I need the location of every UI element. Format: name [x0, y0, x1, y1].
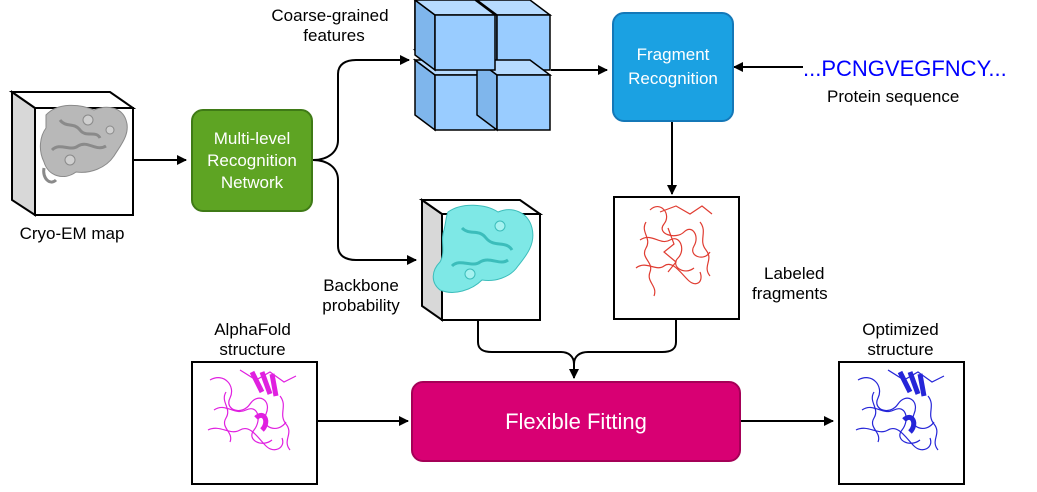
coarse-line-1: Coarse-grained — [271, 6, 389, 25]
optimized-line-1: Optimized — [862, 320, 939, 339]
backbone-probability-cube — [418, 198, 544, 322]
alphafold-line-2: structure — [219, 340, 286, 359]
coarse-grained-features-label: Coarse-grained features — [255, 6, 405, 46]
flexible-fitting-label: Flexible Fitting — [505, 408, 647, 434]
cryo-em-map-cube — [8, 90, 137, 217]
protein-sequence-text: ...PCNGVEGFNCY... — [803, 56, 1007, 81]
multilevel-line-2: Recognition — [207, 150, 297, 170]
fragment-line-1: Fragment — [636, 45, 710, 64]
connectors — [133, 55, 834, 426]
protein-sequence-caption: Protein sequence — [827, 87, 960, 106]
fragments-red-icon — [635, 205, 713, 297]
feature-cube — [413, 0, 498, 72]
backbone-probability-label: Backbone probability — [306, 276, 416, 316]
backbone-line-2: probability — [322, 296, 400, 315]
cryo-em-density-icon — [39, 104, 128, 184]
backbone-line-1: Backbone — [323, 276, 399, 295]
multilevel-line-1: Multi-level — [213, 128, 291, 148]
labeled-line-2: fragments — [752, 284, 828, 303]
fragment-recognition-node: Fragment Recognition — [612, 12, 734, 122]
arrow-network-to-backbone — [312, 159, 417, 265]
alphafold-structure-label: AlphaFold structure — [190, 320, 315, 360]
optimized-structure-box — [838, 361, 965, 485]
alphafold-structure-box — [191, 361, 318, 485]
coarse-line-2: features — [303, 26, 365, 45]
flexible-fitting-node: Flexible Fitting — [411, 381, 741, 462]
cryo-em-map-label: Cryo-EM map — [19, 224, 125, 243]
coarse-features-cubes — [412, 0, 553, 132]
feature-cube — [474, 58, 553, 132]
alphafold-line-1: AlphaFold — [214, 320, 291, 339]
optimized-line-2: structure — [867, 340, 934, 359]
multilevel-recognition-node: Multi-level Recognition Network — [191, 109, 313, 212]
labeled-fragments-label: Labeled fragments — [752, 264, 862, 304]
alphafold-helix-icon — [249, 370, 279, 432]
arrow-backbone-to-fitting — [477, 320, 579, 379]
optimized-helix-icon — [897, 370, 927, 434]
arrow-labeled-to-fitting — [573, 319, 677, 365]
backbone-density-icon — [432, 204, 534, 293]
multilevel-line-3: Network — [220, 172, 284, 192]
labeled-fragments-box — [613, 196, 740, 320]
labeled-line-1: Labeled — [764, 264, 825, 283]
arrow-network-to-features — [312, 55, 410, 161]
fragment-line-2: Recognition — [628, 69, 718, 88]
optimized-structure-label: Optimized structure — [838, 320, 963, 360]
